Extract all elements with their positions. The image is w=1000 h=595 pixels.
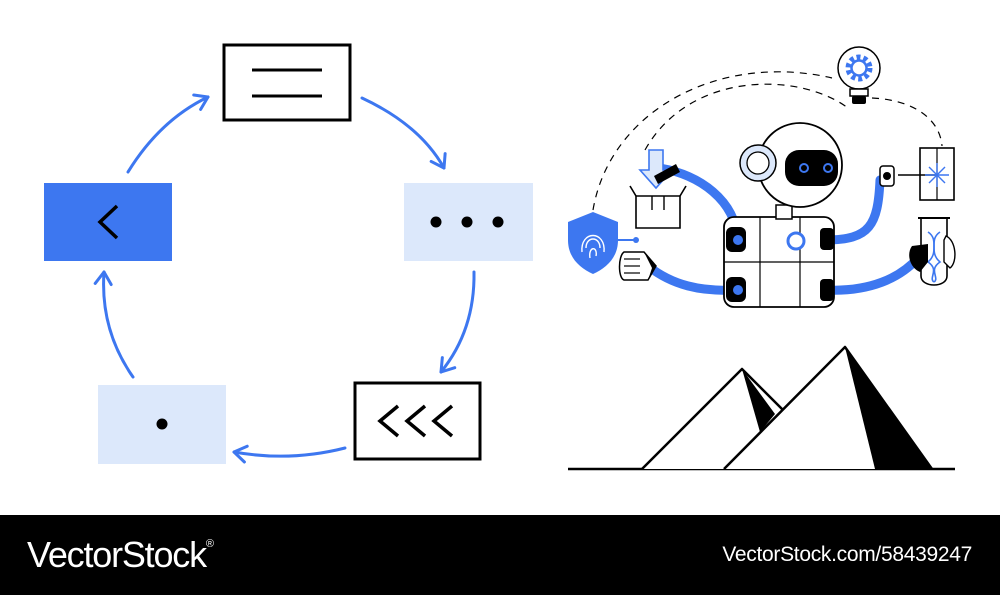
robot-arm-upper-right bbox=[821, 175, 885, 245]
lightbulb-gear-icon bbox=[837, 46, 881, 104]
dashed-arc-inner bbox=[644, 83, 849, 151]
robot-illustration bbox=[568, 46, 956, 308]
triple-chevron-left-icon bbox=[377, 404, 454, 438]
chevron-left-icon bbox=[97, 204, 119, 240]
cycle-arrow-2 bbox=[360, 96, 447, 170]
cycle-node-menu bbox=[222, 43, 352, 122]
cycle-node-triple-chevron bbox=[353, 381, 482, 461]
cycle-arrow-3 bbox=[439, 270, 476, 374]
watermark-footer: VectorStock® VectorStock.com/58439247 bbox=[0, 515, 1000, 595]
robot-head bbox=[739, 122, 843, 208]
gear-icon bbox=[845, 54, 873, 82]
cycle-arrow-5 bbox=[93, 270, 135, 379]
cycle-node-dot bbox=[98, 385, 226, 464]
download-box-icon bbox=[629, 149, 687, 229]
cycle-node-chevron bbox=[44, 183, 172, 261]
cycle-arrow-4 bbox=[232, 444, 347, 464]
pyramids bbox=[568, 345, 955, 471]
dashed-arc-outer bbox=[592, 71, 833, 211]
robot-visor bbox=[785, 150, 838, 186]
vectorstock-url: VectorStock.com/58439247 bbox=[722, 543, 972, 566]
cycle-node-ellipsis bbox=[404, 183, 533, 261]
illustration-canvas bbox=[44, 43, 956, 471]
menu-lines-icon bbox=[252, 68, 322, 98]
robot-core-light bbox=[786, 231, 806, 251]
cycle-arrow-1 bbox=[126, 93, 210, 174]
dashed-arc-right bbox=[871, 97, 943, 147]
vectorstock-logo: VectorStock® bbox=[27, 534, 214, 575]
laser-device-icon bbox=[879, 147, 955, 201]
robot-body bbox=[723, 216, 835, 308]
robot-hand-left bbox=[618, 251, 657, 281]
ellipsis-icon bbox=[430, 216, 504, 228]
robot-arm-lower-right bbox=[821, 253, 923, 295]
robot-hand-right bbox=[909, 235, 956, 272]
cycle-diagram bbox=[44, 43, 533, 464]
shield-fingerprint-icon bbox=[568, 212, 639, 274]
dot-icon bbox=[156, 418, 168, 430]
